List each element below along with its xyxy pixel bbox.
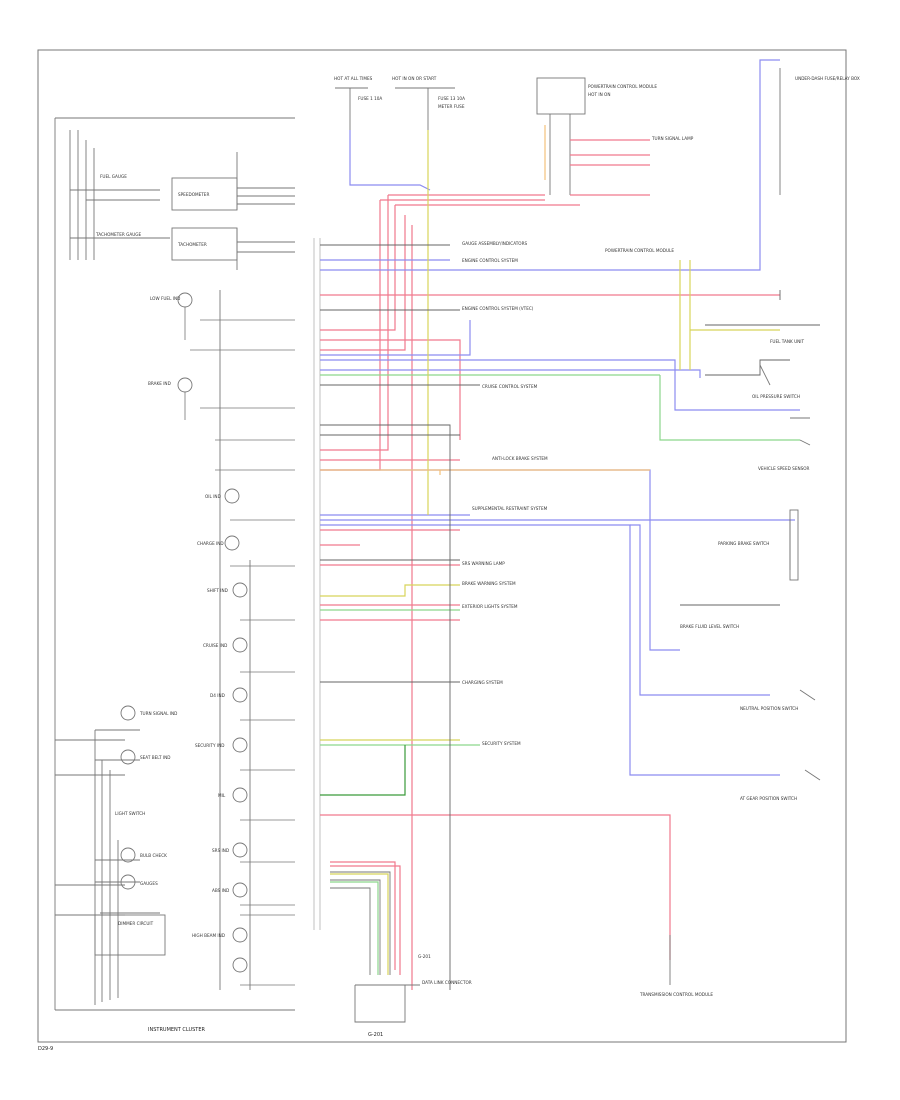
callout-8: EXTERIOR LIGHTS SYSTEM — [462, 604, 518, 609]
instrument-cluster — [54, 117, 295, 1011]
cluster-group-2: DIMMER CIRCUIT — [118, 921, 154, 926]
meter-fuse-label: METER FUSE — [438, 104, 465, 109]
ground-extra-wires — [330, 865, 401, 975]
callout-3: CRUISE CONTROL SYSTEM — [482, 384, 538, 389]
wires-blue — [320, 59, 800, 776]
bottom-tcm: TRANSMISSION CONTROL MODULE — [639, 992, 713, 997]
wires-red — [320, 139, 780, 990]
component-6: NEUTRAL POSITION SWITCH — [740, 706, 798, 711]
ground-connector — [330, 871, 420, 1023]
callout-0: GAUGE ASSEMBLY/INDICATORS — [462, 241, 528, 246]
cluster-label-9: CRUISE IND — [203, 643, 227, 648]
cluster-group-1: BULB CHECK — [140, 853, 167, 858]
diagram-frame — [37, 49, 847, 1043]
fuse-b-sub: FUSE 13 10A — [438, 96, 465, 101]
callout-9: CHARGING SYSTEM — [462, 680, 503, 685]
cluster-label-5: BRAKE IND — [148, 381, 171, 386]
connector-column — [313, 238, 321, 930]
cluster-label-11: SECURITY IND — [195, 743, 224, 748]
component-1: FUEL TANK UNIT — [770, 339, 805, 344]
callout-11: TURN SIGNAL LAMP — [651, 136, 694, 141]
cluster-label-4: LOW FUEL IND — [150, 296, 180, 301]
callout-5: SUPPLEMENTAL RESTRAINT SYSTEM — [472, 506, 548, 511]
wires-darkgreen — [320, 745, 406, 796]
cluster-label-2: SPEEDOMETER — [178, 192, 209, 197]
right-top-note: UNDER-DASH FUSE/RELAY BOX — [795, 76, 860, 81]
wires-yellow — [320, 130, 780, 741]
cluster-label-7: CHARGE IND — [197, 541, 224, 546]
cluster-label-6: OIL IND — [205, 494, 221, 499]
bottom-ground: G-201 — [418, 954, 431, 959]
cluster-label-17: SEAT BELT IND — [140, 755, 171, 760]
cluster-label-14: ABS IND — [212, 888, 229, 893]
bottom-dlc: DATA LINK CONNECTOR — [422, 980, 472, 985]
component-4: PARKING BRAKE SWITCH — [718, 541, 769, 546]
cluster-group-0: LIGHT SWITCH — [115, 811, 145, 816]
component-3: VEHICLE SPEED SENSOR — [758, 466, 810, 471]
pcm-box-label: POWERTRAIN CONTROL MODULE — [588, 84, 657, 89]
footer-instrument-cluster: INSTRUMENT CLUSTER — [148, 1027, 206, 1033]
ignition-note: HOT IN ON — [588, 92, 610, 97]
callout-1: ENGINE CONTROL SYSTEM — [462, 258, 518, 263]
cluster-label-16: TURN SIGNAL IND — [139, 711, 177, 716]
callout-10: SECURITY SYSTEM — [482, 741, 521, 746]
cluster-group-3: GAUGES — [140, 881, 158, 886]
top-fuses — [335, 68, 781, 195]
fuse-b-label: HOT IN ON OR START — [392, 76, 437, 81]
wires-green — [320, 374, 800, 746]
callout-2: ENGINE CONTROL SYSTEM (VTEC) — [462, 306, 534, 311]
indicator-bulbs — [120, 292, 248, 973]
component-5: BRAKE FLUID LEVEL SWITCH — [680, 624, 739, 629]
cluster-label-12: MIL — [218, 793, 226, 798]
cluster-label-15: HIGH BEAM IND — [192, 933, 225, 938]
footer-ground: G-201 — [368, 1032, 383, 1038]
fuse-a-sub: FUSE 1 10A — [358, 96, 382, 101]
wires-orange — [320, 125, 650, 475]
callout-4: ANTI-LOCK BRAKE SYSTEM — [492, 456, 548, 461]
cluster-label-0: FUEL GAUGE — [100, 174, 127, 179]
page-corner-id: D29-9 — [38, 1046, 53, 1052]
component-2: OIL PRESSURE SWITCH — [752, 394, 800, 399]
callout-6: SRS WARNING LAMP — [462, 561, 505, 566]
fuse-a-label: HOT AT ALL TIMES — [334, 76, 373, 81]
cluster-label-8: SHIFT IND — [207, 588, 228, 593]
cluster-label-3: TACHOMETER — [177, 242, 207, 247]
cluster-label-10: D4 IND — [210, 693, 225, 698]
bulb-ground-lines — [184, 307, 295, 986]
callout-7: BRAKE WARNING SYSTEM — [462, 581, 516, 586]
cluster-label-1: TACHOMETER GAUGE — [95, 232, 142, 237]
right-switches — [759, 364, 821, 781]
component-0: POWERTRAIN CONTROL MODULE — [605, 248, 674, 253]
cluster-label-13: SRS IND — [212, 848, 229, 853]
component-7: AT GEAR POSITION SWITCH — [740, 796, 797, 801]
